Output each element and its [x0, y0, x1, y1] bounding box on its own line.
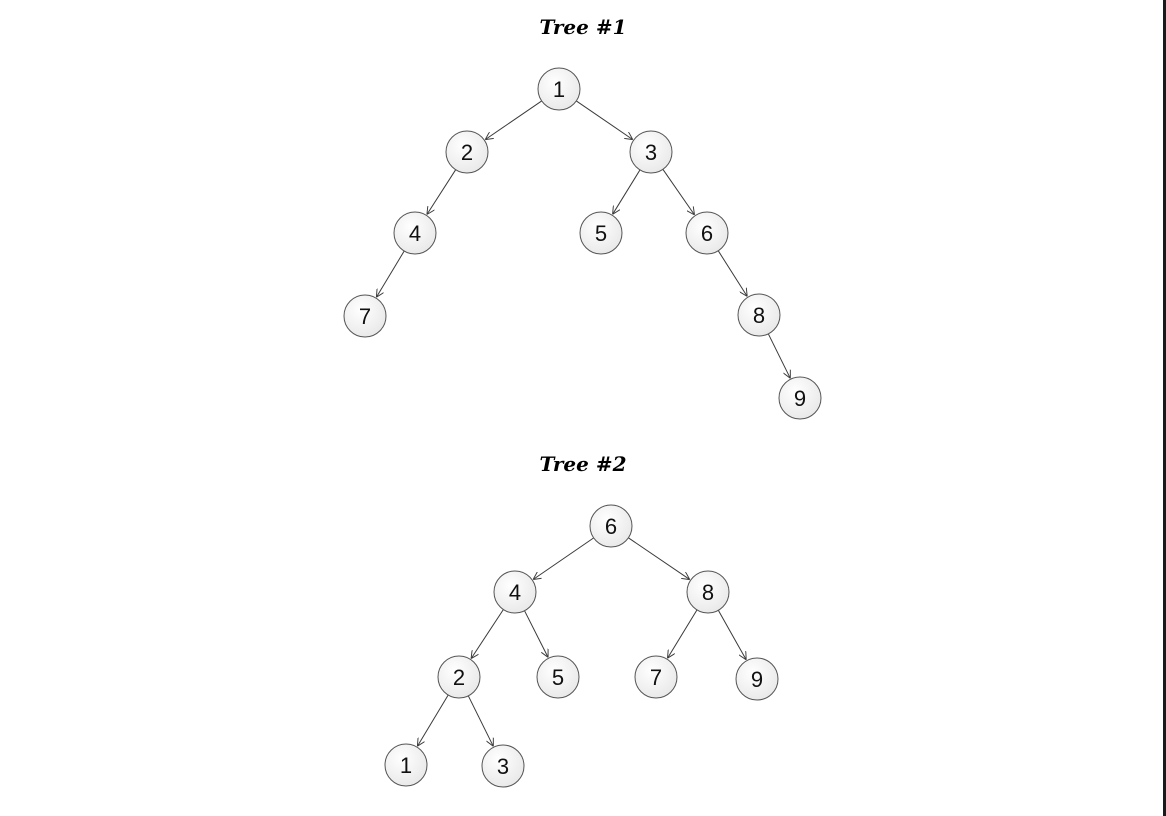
- node-label: 7: [650, 665, 662, 690]
- node-label: 7: [359, 304, 371, 329]
- right-border: [1163, 0, 1166, 816]
- node-label: 8: [753, 303, 765, 328]
- nodes: 1 2 3 4 5 6 7 8 9 6 4 8 2 5 7 9 1 3: [343, 67, 822, 788]
- node-circle: [384, 743, 428, 787]
- tree-2-node-2: 2: [437, 655, 481, 699]
- node-circle: [536, 655, 580, 699]
- node-label: 9: [794, 386, 806, 411]
- tree-1-edge: [576, 100, 633, 140]
- node-circle: [493, 570, 537, 614]
- tree-1-node-5: 5: [579, 211, 623, 255]
- node-circle: [685, 211, 729, 255]
- tree-2-edge: [467, 695, 493, 747]
- tree-2-node-5: 5: [536, 655, 580, 699]
- tree-1-node-6: 6: [685, 211, 729, 255]
- node-circle: [634, 655, 678, 699]
- node-circle: [589, 504, 633, 548]
- tree-1-node-7: 7: [343, 294, 387, 338]
- tree-1-node-3: 3: [629, 130, 673, 174]
- node-label: 3: [645, 140, 657, 165]
- tree-1-edge: [485, 100, 542, 140]
- tree-2-edge: [417, 694, 449, 746]
- edges: [376, 100, 790, 747]
- tree-1-edge: [717, 250, 747, 297]
- tree-2-node-6: 6: [589, 504, 633, 548]
- node-circle: [737, 293, 781, 337]
- node-circle: [735, 657, 779, 701]
- node-label: 1: [400, 753, 412, 778]
- node-circle: [537, 67, 581, 111]
- tree-1-node-1: 1: [537, 67, 581, 111]
- tree-2-edge: [668, 609, 698, 658]
- node-label: 5: [595, 221, 607, 246]
- tree-2-node-4: 4: [493, 570, 537, 614]
- tree-1-edge: [427, 169, 457, 215]
- node-label: 2: [453, 665, 465, 690]
- node-circle: [343, 294, 387, 338]
- node-circle: [445, 130, 489, 174]
- tree-2-node-1: 1: [384, 743, 428, 787]
- tree-2-edge: [628, 537, 689, 580]
- tree-2-node-3: 3: [481, 744, 525, 788]
- tree-2-node-8: 8: [686, 570, 730, 614]
- node-circle: [778, 376, 822, 420]
- node-circle: [393, 211, 437, 255]
- node-label: 6: [605, 514, 617, 539]
- node-label: 4: [509, 580, 521, 605]
- node-circle: [481, 744, 525, 788]
- tree-2-edge: [524, 610, 549, 658]
- tree-2-node-7: 7: [634, 655, 678, 699]
- node-label: 3: [497, 754, 509, 779]
- tree-2-edge: [717, 610, 746, 660]
- tree-1-edge: [613, 169, 641, 214]
- node-label: 4: [409, 221, 421, 246]
- node-label: 2: [461, 140, 473, 165]
- tree-2-title: Tree #2: [539, 452, 626, 476]
- node-circle: [579, 211, 623, 255]
- tree-1-node-9: 9: [778, 376, 822, 420]
- node-label: 6: [701, 221, 713, 246]
- node-circle: [629, 130, 673, 174]
- node-label: 5: [552, 665, 564, 690]
- tree-1-node-2: 2: [445, 130, 489, 174]
- node-circle: [437, 655, 481, 699]
- node-label: 1: [553, 77, 565, 102]
- tree-2-node-9: 9: [735, 657, 779, 701]
- tree-1-edge: [662, 169, 695, 215]
- node-label: 8: [702, 580, 714, 605]
- tree-1-edge: [376, 250, 405, 297]
- tree-1-node-8: 8: [737, 293, 781, 337]
- node-circle: [686, 570, 730, 614]
- tree-2-edge: [533, 537, 594, 580]
- tree-1-edge: [767, 333, 790, 379]
- tree-1-title: Tree #1: [539, 15, 626, 39]
- node-label: 9: [751, 667, 763, 692]
- tree-2-edge: [471, 609, 504, 659]
- tree-1-node-4: 4: [393, 211, 437, 255]
